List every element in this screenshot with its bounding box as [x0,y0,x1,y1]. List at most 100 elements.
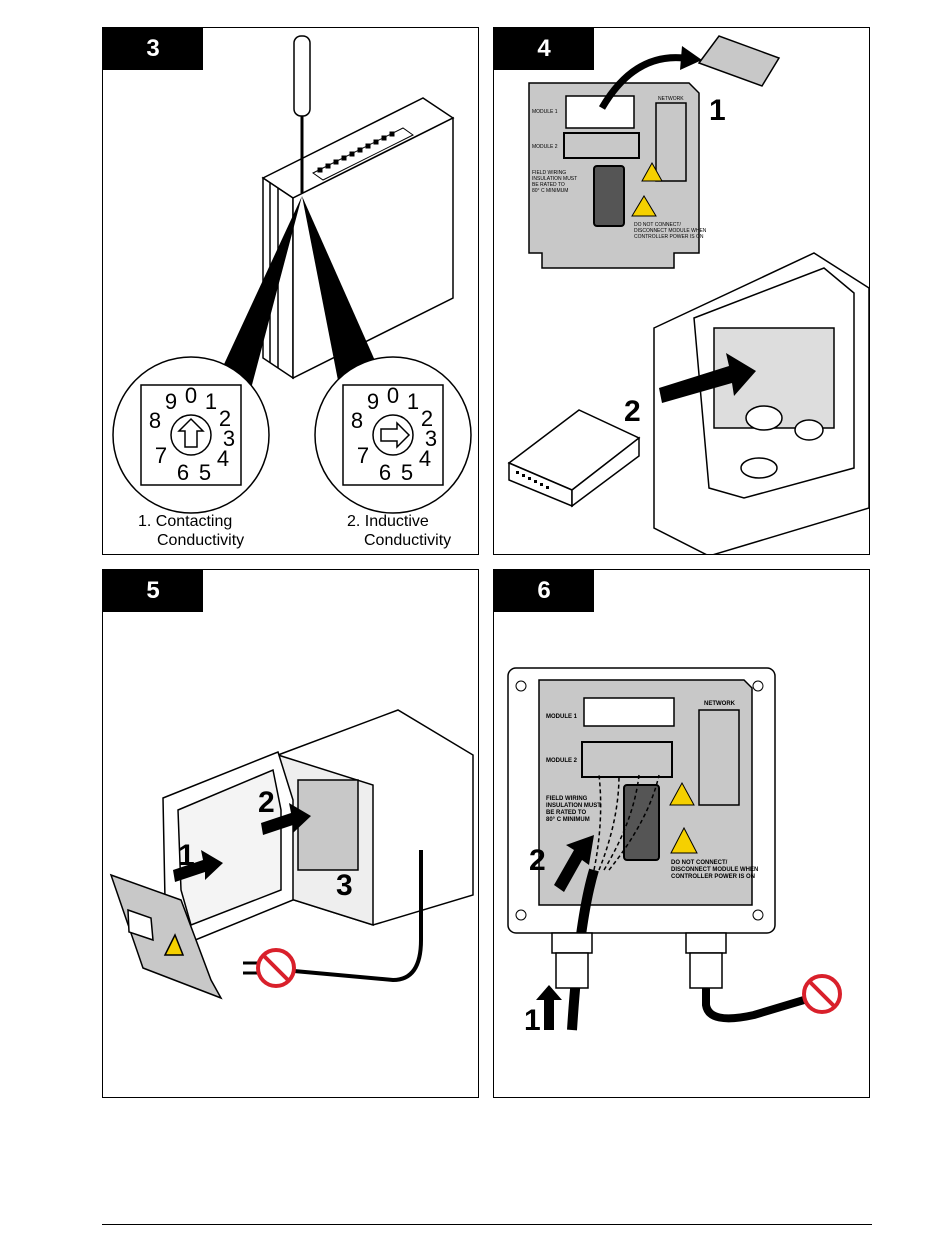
dial-digit: 4 [217,446,229,471]
callout-1: 1 [178,839,195,872]
step-3-illustration: 0 1 2 3 4 5 6 7 8 9 0 1 2 3 4 5 6 7 8 [112,35,472,514]
expansion-module-card [507,409,641,508]
network-slot [655,102,687,182]
step-5-panel: 5 1 2 3 [102,569,479,1098]
step-6-panel: 6 MODULE 1 MODULE 2 NETWORK FIELD WIRING… [493,569,870,1098]
warning-label: DO NOT CONNECT/ [634,222,681,228]
dial-digit: 2 [421,406,433,431]
dial-digit: 6 [379,460,391,485]
field-wiring-label: BE RATED TO [532,182,565,188]
field-wiring-label: FIELD WIRING [546,796,588,802]
module-1-slot [565,95,635,129]
dial-digit: 2 [219,406,231,431]
callout-3: 3 [336,869,353,902]
callout-1: 1 [524,1004,541,1037]
insert-arrow-2-icon [261,803,311,835]
dial-digit: 8 [149,408,161,433]
caption-inductive-line1: 2. Inductive [347,513,429,530]
sensor-wires [593,774,660,871]
dial-digit: 5 [199,460,211,485]
field-wiring-label: INSULATION MUST [532,176,577,182]
field-wiring-label: INSULATION MUST [546,803,601,809]
step-4-illustration: MODULE 1 MODULE 2 NETWORK FIELD WIRINGIN… [507,35,869,554]
dial-digit: 8 [351,408,363,433]
step-6-illustration: MODULE 1 MODULE 2 NETWORK FIELD WIRINGIN… [507,667,842,1037]
insert-arrow-1-icon [173,850,223,882]
network-label: NETWORK [658,96,684,102]
network-slot [698,709,740,806]
power-cable [702,988,806,1023]
zoom-wedge-right [302,196,388,406]
footer-divider [102,1224,872,1225]
removed-slot-cover [697,35,781,87]
dial-digit: 1 [205,389,217,414]
high-voltage-warning-icon [669,781,695,806]
step-3-panel: 3 [102,27,479,555]
caption-contacting-line1: 1. Contacting [138,513,233,530]
dial-digit: 3 [425,426,437,451]
callout-1: 1 [709,94,726,127]
curved-arrow-icon [598,54,685,110]
caption-inductive-line2: Conductivity [364,532,452,549]
zoom-wedge-left [213,196,302,400]
dial-digit: 0 [387,383,399,408]
warning-label: DISCONNECT MODULE WHEN [634,228,707,234]
dial-digit: 7 [357,443,369,468]
caution-warning-icon [670,826,698,854]
field-wiring-label: FIELD WIRING [532,170,566,176]
dial-digit: 1 [407,389,419,414]
dial-digit: 7 [155,443,167,468]
callout-2: 2 [258,786,275,819]
warning-label: CONTROLLER POWER IS ON [671,874,755,880]
do-not-plug-in-icon [243,948,296,988]
callout-2: 2 [624,395,641,428]
module-2-slot [581,741,673,778]
module-2-label: MODULE 2 [546,758,578,764]
insert-arrow-1-icon [536,985,562,1030]
network-label: NETWORK [704,701,736,707]
module-1-terminal-block [583,697,675,727]
step-number-badge: 6 [494,570,594,612]
cable-gland-left [551,932,593,989]
power-cable [282,850,423,983]
dial-digit: 6 [177,460,189,485]
terminal-strip [312,127,414,181]
dial-1-digits: 0 1 2 3 4 5 6 7 8 9 [149,383,235,485]
dial-digit: 4 [419,446,431,471]
dial-digit: 9 [367,389,379,414]
dial-digit: 3 [223,426,235,451]
caution-warning-icon [631,195,657,217]
warning-label: CONTROLLER POWER IS ON [634,234,704,240]
dial-digit: 9 [165,389,177,414]
rotary-switch-dial-inductive [314,356,472,514]
dial-digit: 5 [401,460,413,485]
do-not-plug-in-icon [802,974,842,1014]
rotary-switch-dial-contacting [112,356,270,514]
step-4-panel: 4 MODULE 1 MODULE 2 NETWORK FIELD WIRING… [493,27,870,555]
high-voltage-warning-icon [641,161,663,182]
enclosure-door [162,751,294,946]
field-wiring-label: 80° C MINIMUM [532,188,568,194]
caption-contacting-line2: Conductivity [157,532,245,549]
screwdriver-icon [293,35,311,193]
field-wiring-label: BE RATED TO [546,810,586,816]
module-cover-plate [109,873,223,1000]
module-1-label: MODULE 1 [532,109,558,115]
module-2-label: MODULE 2 [532,144,558,150]
step-number-badge: 4 [494,28,594,70]
module-1-label: MODULE 1 [546,714,578,720]
dial-digit: 0 [185,383,197,408]
insert-arrow-2-icon [554,835,594,892]
callout-2: 2 [529,844,546,877]
plate-labels: MODULE 1 MODULE 2 NETWORK FIELD WIRINGIN… [532,96,707,240]
field-wiring-label: 80° C MINIMUM [546,817,590,823]
warning-label: DO NOT CONNECT/ [671,860,728,866]
cable-gland-right [685,932,727,989]
step-number-badge: 5 [103,570,203,612]
dial-2-digits: 0 1 2 3 4 5 6 7 8 9 [351,383,437,485]
warning-label: DISCONNECT MODULE WHEN [671,867,758,873]
connector-opening [593,165,625,227]
module-2-slot [563,132,640,159]
step-number-badge: 3 [103,28,203,70]
step-5-illustration: 1 2 3 [109,709,474,1000]
